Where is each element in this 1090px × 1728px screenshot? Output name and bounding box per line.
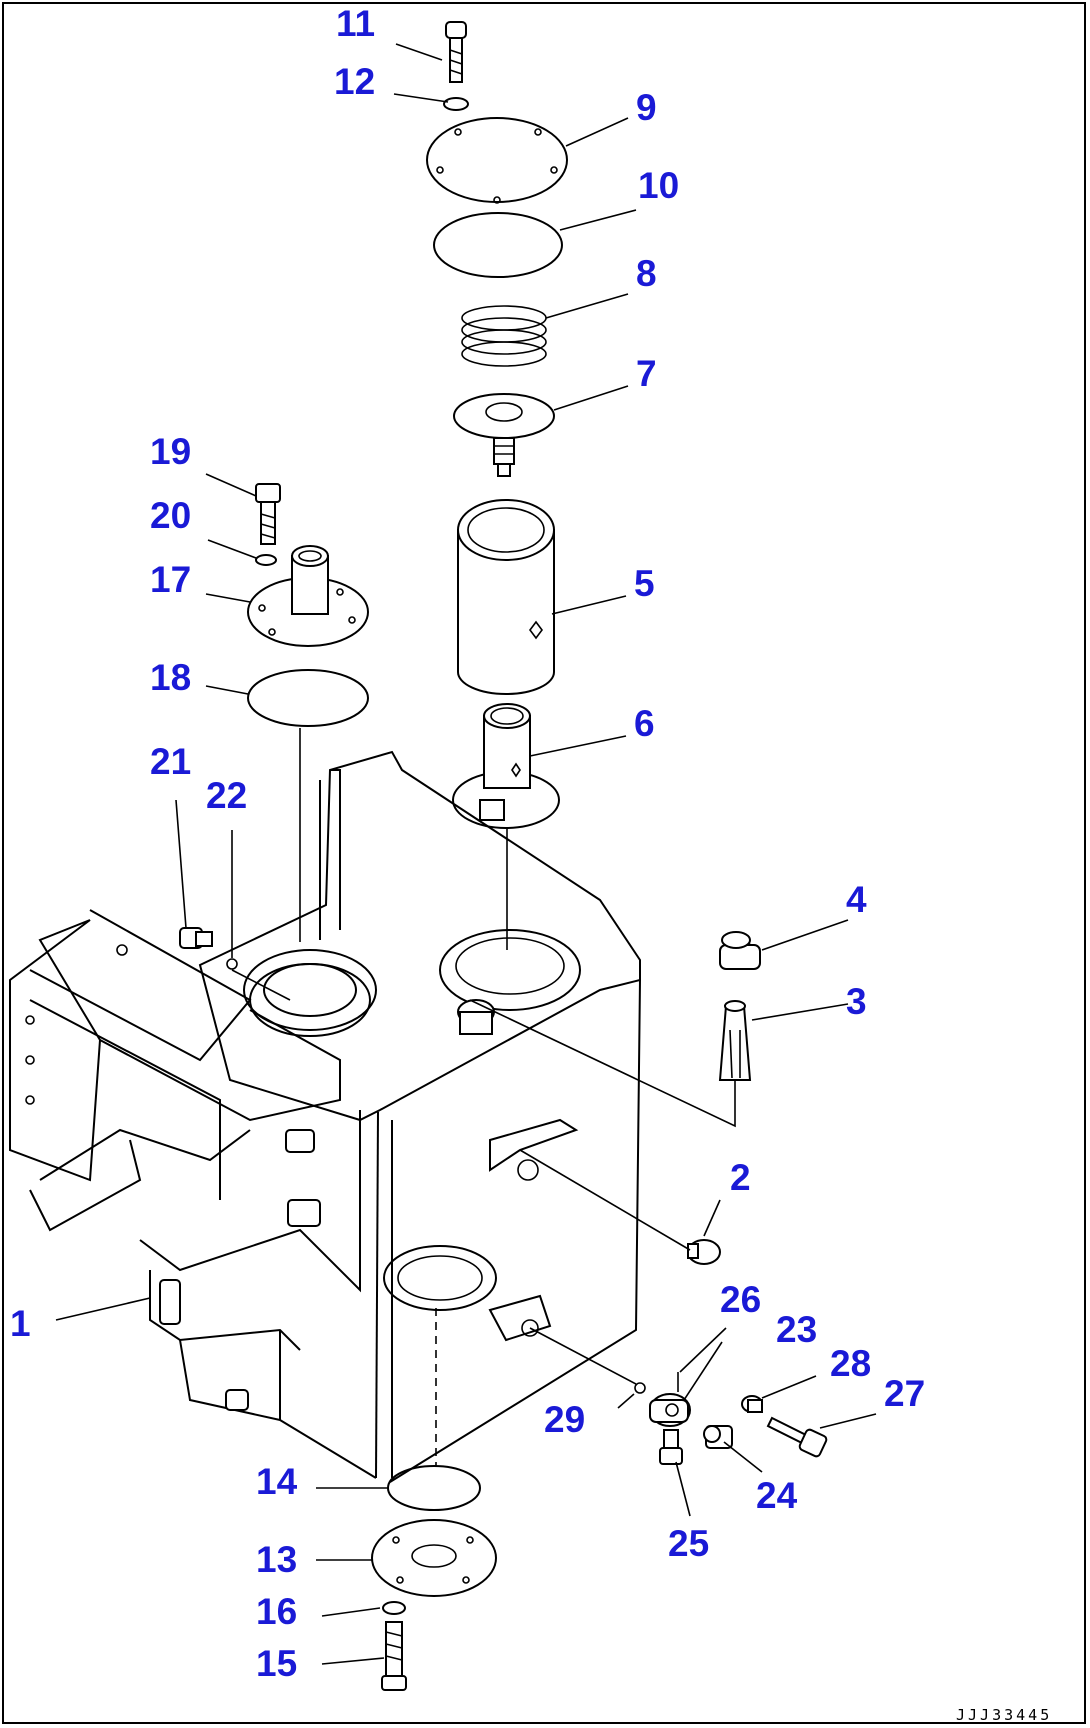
bolt-part-15 xyxy=(381,1621,407,1691)
hydraulic-tank-part-1 xyxy=(9,750,641,1483)
callout-28: 28 xyxy=(830,1343,871,1384)
valve-block-part-23 xyxy=(649,1393,691,1427)
leader-line xyxy=(469,999,736,1128)
callout-19: 19 xyxy=(150,431,191,472)
leader-line xyxy=(519,1149,691,1251)
leader-line xyxy=(231,969,291,1001)
callout-17: 17 xyxy=(150,559,191,600)
washer-part-12 xyxy=(443,97,469,111)
oring-part-14 xyxy=(387,1465,481,1511)
callout-2: 2 xyxy=(730,1157,751,1198)
callout-16: 16 xyxy=(256,1591,297,1632)
plug-part-22 xyxy=(226,958,238,970)
washer-part-16 xyxy=(382,1601,406,1615)
callout-leaders xyxy=(55,43,877,1665)
callout-26: 26 xyxy=(720,1279,761,1320)
filter-element-part-5 xyxy=(457,499,555,695)
cap-part-4 xyxy=(719,931,761,970)
callout-3: 3 xyxy=(846,981,867,1022)
fitting-part-21 xyxy=(179,927,213,949)
callout-4: 4 xyxy=(846,879,867,920)
oring-part-18 xyxy=(247,669,369,727)
cover-part-9 xyxy=(426,117,568,204)
callout-11: 11 xyxy=(336,3,375,44)
callout-5: 5 xyxy=(634,563,655,604)
plug-part-2 xyxy=(687,1239,721,1265)
callout-18: 18 xyxy=(150,657,191,698)
callout-21: 21 xyxy=(150,741,191,782)
callout-labels: 11 12 9 10 8 7 19 20 17 5 18 6 21 22 4 3… xyxy=(10,3,925,1684)
strainer-part-6 xyxy=(452,703,560,950)
callout-15: 15 xyxy=(256,1643,297,1684)
valve-part-7 xyxy=(453,393,555,477)
cover-part-13 xyxy=(371,1519,497,1597)
callout-25: 25 xyxy=(668,1523,709,1564)
callout-24: 24 xyxy=(756,1475,798,1516)
callout-7: 7 xyxy=(636,353,657,394)
callout-6: 6 xyxy=(634,703,655,744)
fitting-part-25 xyxy=(659,1429,683,1465)
callout-29: 29 xyxy=(544,1399,585,1440)
callout-27: 27 xyxy=(884,1373,925,1414)
callout-23: 23 xyxy=(776,1309,817,1350)
callout-10: 10 xyxy=(638,165,679,206)
callout-14: 14 xyxy=(256,1461,298,1502)
callout-1: 1 xyxy=(10,1303,31,1344)
spring-part-8 xyxy=(461,305,547,367)
callout-20: 20 xyxy=(150,495,191,536)
leader-line xyxy=(529,1327,637,1385)
cover-part-17 xyxy=(247,545,369,647)
callout-8: 8 xyxy=(636,253,657,294)
washer-part-20 xyxy=(255,554,277,566)
bolt-part-27 xyxy=(766,1416,828,1458)
callout-12: 12 xyxy=(334,61,375,102)
breather-pipe-part-3 xyxy=(718,1000,752,1081)
washer-part-28 xyxy=(741,1395,763,1413)
oring-part-10 xyxy=(433,212,563,278)
bolt-part-11 xyxy=(445,21,467,83)
callout-9: 9 xyxy=(636,87,657,128)
drawing-code: JJJ33445 xyxy=(956,1706,1052,1724)
callout-13: 13 xyxy=(256,1539,297,1580)
plug-part-29 xyxy=(634,1382,646,1394)
callout-22: 22 xyxy=(206,775,247,816)
bolt-part-19 xyxy=(255,483,281,545)
